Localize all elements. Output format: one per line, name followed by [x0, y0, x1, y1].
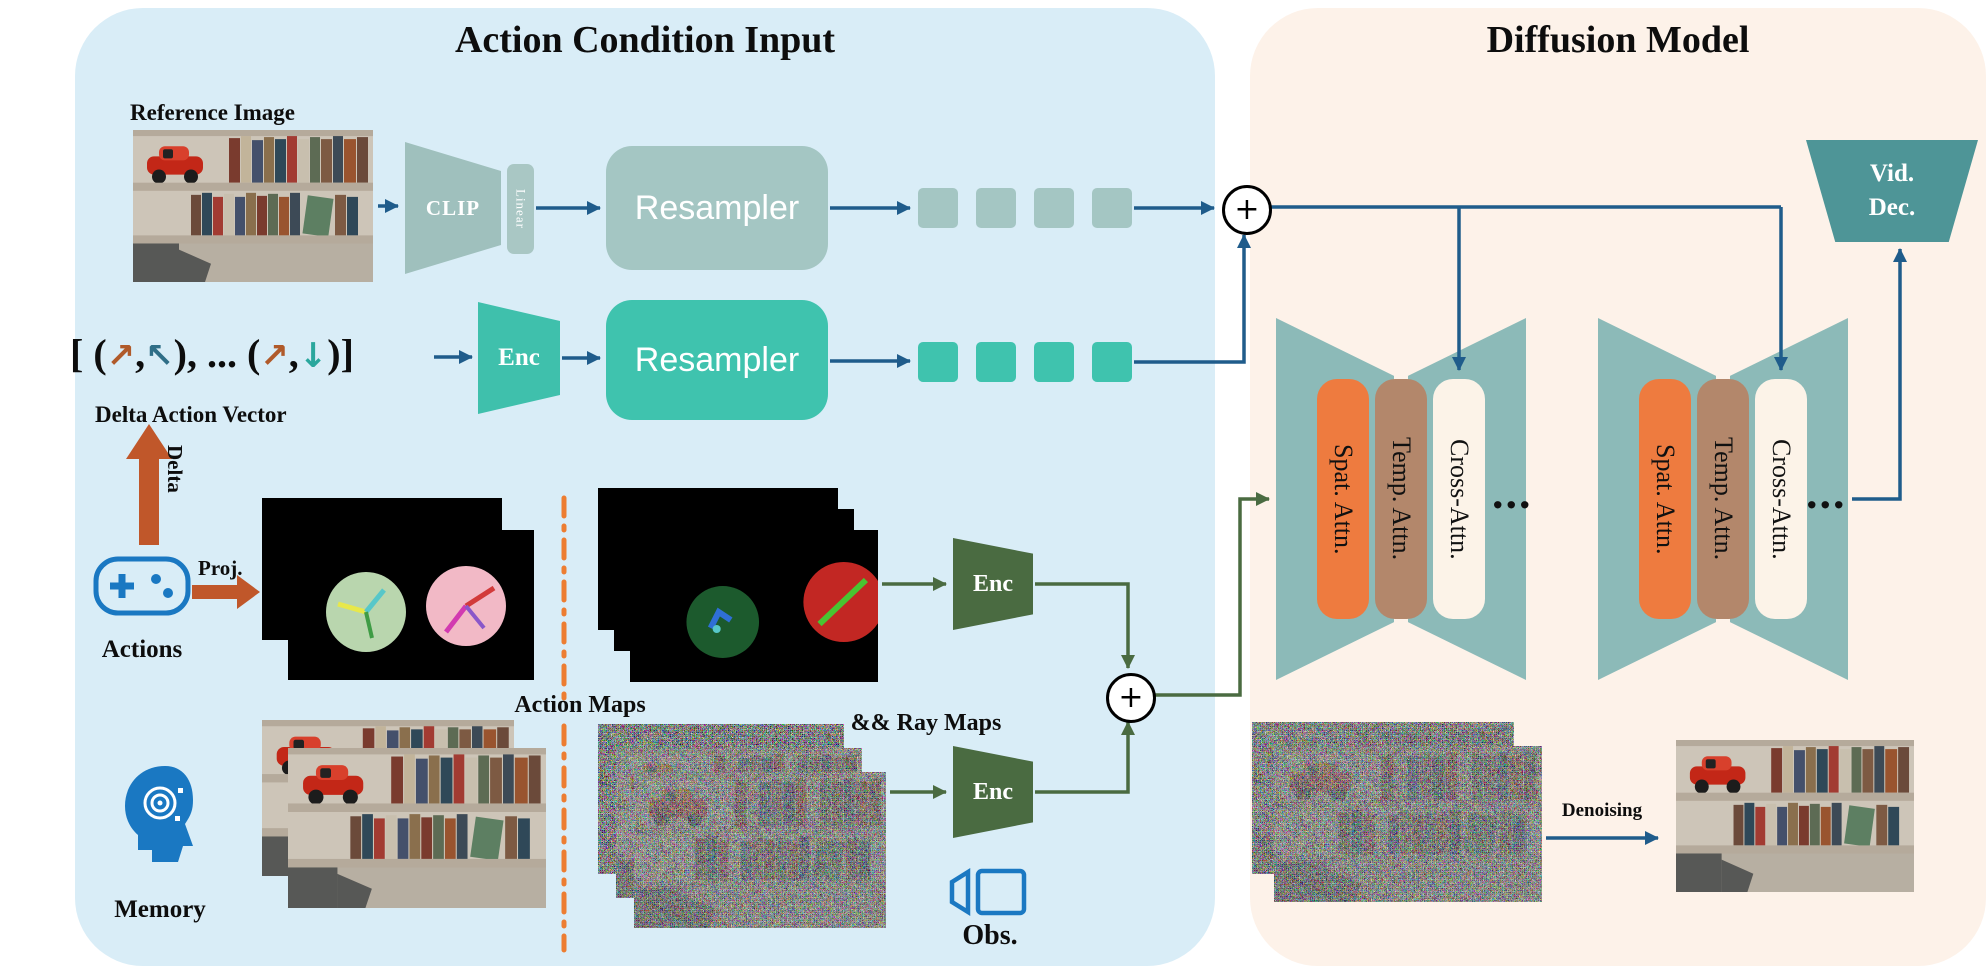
- expr-comma: ,: [135, 331, 146, 376]
- action-arrow-icon: ↖: [145, 336, 174, 376]
- token: [1092, 188, 1132, 228]
- action-map-frame-front: [288, 530, 534, 680]
- enc-ray-label: Enc: [972, 570, 1013, 597]
- temp-attn-label: Temp. Attn.: [1709, 437, 1738, 561]
- temp-attn-label: Temp. Attn.: [1387, 437, 1416, 561]
- expr-middle: ), ... (: [173, 331, 261, 376]
- noise-frame-front: [634, 772, 886, 928]
- clip-label: CLIP: [425, 195, 481, 220]
- expr-close: )]: [327, 331, 354, 376]
- delta-action-vector-label: Delta Action Vector: [95, 402, 287, 427]
- vid-dec-label-line2: Dec.: [1868, 194, 1916, 221]
- memory-photo-front: [288, 748, 546, 908]
- temp-attn-block2: Temp. Attn.: [1697, 379, 1749, 619]
- gamepad-icon: [93, 556, 191, 616]
- resampler-image: Resampler: [606, 146, 828, 270]
- obs-label: Obs.: [962, 920, 1018, 951]
- spat-attn-label: Spat. Attn.: [1651, 443, 1680, 555]
- right-panel-title: Diffusion Model: [1486, 19, 1750, 61]
- video-decoder: Vid. Dec.: [1806, 140, 1978, 242]
- action-maps-label: Action Maps: [514, 692, 646, 718]
- cross-attn-label: Cross-Attn.: [1767, 438, 1796, 560]
- vid-dec-label-line1: Vid.: [1869, 160, 1915, 188]
- resampler-action-label: Resampler: [634, 340, 800, 379]
- expr-open: [ (: [70, 331, 107, 376]
- spat-attn-block1: Spat. Attn.: [1317, 379, 1369, 619]
- ellipsis-block2: ...: [1806, 467, 1847, 518]
- proj-label: Proj.: [198, 556, 243, 580]
- action-arrow-icon: ↓: [298, 336, 328, 376]
- linear-layer: Linear: [507, 164, 534, 254]
- enc-action-label: Enc: [498, 344, 540, 371]
- token: [1034, 188, 1074, 228]
- cross-attn-block1: Cross-Attn.: [1433, 379, 1485, 619]
- token: [1034, 342, 1074, 382]
- sum-operator-top: +: [1222, 185, 1272, 235]
- noisy-latent-front: [1274, 746, 1542, 902]
- cross-attn-label: Cross-Attn.: [1445, 438, 1474, 560]
- actions-label: Actions: [101, 636, 183, 663]
- token: [976, 188, 1016, 228]
- token: [976, 342, 1016, 382]
- memory-icon: [125, 766, 193, 862]
- ray-encoder: Enc: [953, 538, 1033, 630]
- plus-sign: +: [1234, 192, 1260, 227]
- spat-attn-label: Spat. Attn.: [1329, 443, 1358, 555]
- delta-action-vector-expression: [ (↗,↖), ... (↗,↓)]: [70, 330, 354, 377]
- plus-sign: +: [1118, 680, 1144, 715]
- token: [1092, 342, 1132, 382]
- token: [918, 342, 958, 382]
- ellipsis-block1: ...: [1492, 467, 1533, 518]
- left-panel-title: Action Condition Input: [454, 19, 836, 61]
- action-encoder: Enc: [478, 302, 560, 414]
- obs-encoder: Enc: [953, 746, 1033, 838]
- expr-comma: ,: [288, 331, 299, 376]
- token: [918, 188, 958, 228]
- action-arrow-icon: ↗: [106, 336, 136, 376]
- ray-maps-label: && Ray Maps: [850, 710, 1002, 736]
- resampler-image-label: Resampler: [634, 188, 800, 227]
- memory-label: Memory: [114, 896, 206, 923]
- reference-image-label: Reference Image: [130, 100, 295, 125]
- camera-icon: [949, 867, 1027, 917]
- spat-attn-block2: Spat. Attn.: [1639, 379, 1691, 619]
- delta-arrow-label: Delta: [163, 445, 187, 493]
- cross-attn-block2: Cross-Attn.: [1755, 379, 1807, 619]
- reference-image: [133, 130, 373, 282]
- denoising-label: Denoising: [1561, 800, 1643, 821]
- enc-obs-label: Enc: [972, 778, 1013, 805]
- denoised-image: [1676, 740, 1914, 892]
- sum-operator-bottom: +: [1106, 673, 1156, 723]
- resampler-action: Resampler: [606, 300, 828, 420]
- linear-label: Linear: [513, 189, 529, 229]
- temp-attn-block1: Temp. Attn.: [1375, 379, 1427, 619]
- action-arrow-icon: ↗: [260, 336, 289, 376]
- ray-map-frame-front: [630, 530, 878, 682]
